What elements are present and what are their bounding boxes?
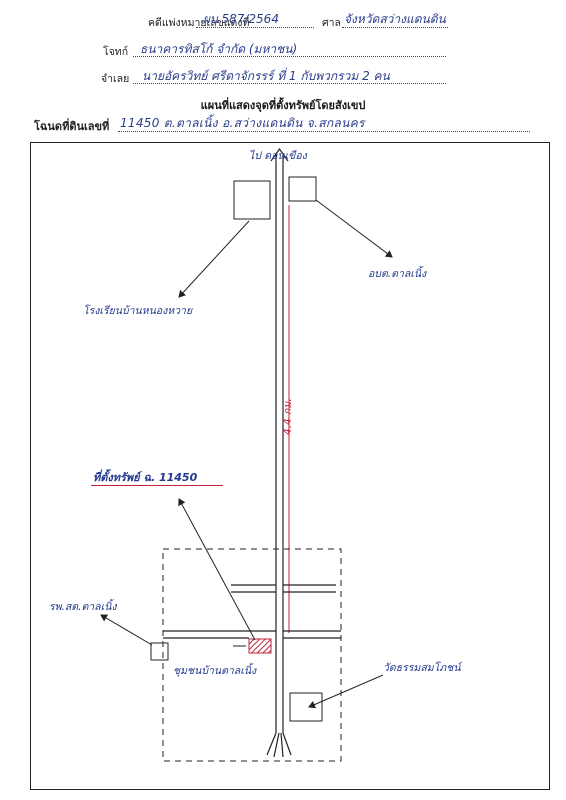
road-top-label: ไป ดอนเขือง (249, 150, 307, 162)
deed-value: 11450 ต.ตาลเนิ้ง อ.สว่างแดนดิน จ.สกลนคร (120, 116, 365, 130)
court-label: ศาล (322, 17, 341, 29)
map-frame: ไป ดอนเขือง โรงเรียนบ้านหนองหวาย อบต.ตาล… (30, 142, 550, 790)
distance-label: 4.4 กม. (282, 398, 294, 435)
school-label: โรงเรียนบ้านหนองหวาย (83, 305, 193, 317)
community-boundary (162, 548, 342, 762)
case-number-value: ผบ 587/2564 (203, 12, 279, 26)
sao-label: อบต.ตาลเนิ้ง (368, 268, 427, 280)
sao-box (288, 176, 317, 202)
temple-label: วัดธรรมสมโภชน์ (383, 662, 461, 674)
court-value: จังหวัดสว่างแดนดิน (344, 12, 446, 26)
page-title: แผนที่แสดงจุดที่ตั้งทรัพย์โดยสังเขป (200, 99, 366, 112)
deed-line (118, 131, 530, 132)
defendant-label: จำเลย (101, 73, 130, 85)
defendant-line (133, 83, 446, 84)
map-drawing (100, 147, 393, 762)
temple-box (289, 692, 323, 722)
road-top-arrow (270, 147, 289, 162)
defendant-value: นายอัครวิทย์ ศรีดาจักรรร์ ที่ 1 กับพวกรว… (142, 69, 390, 83)
health-center-label: รพ.สต.ตาลเนิ้ง (49, 601, 117, 613)
case-number-label: คดีแพ่งหมายเลขแดงที่ (148, 17, 250, 29)
property-label: ที่ตั้งทรัพย์ ฉ. 11450 (93, 471, 198, 484)
plaintiff-label: โจทก์ (103, 46, 129, 58)
property-plot (248, 638, 272, 654)
plaintiff-value: ธนาคารทิสโก้ จำกัด (มหาชน) (140, 42, 298, 56)
plaintiff-line (133, 56, 446, 57)
community-label: ชุมชนบ้านตาลเนิ้ง (173, 665, 257, 677)
road-fan (266, 732, 292, 758)
property-label-underline (91, 485, 223, 486)
case-number-line (196, 27, 314, 28)
deed-label: โฉนดที่ดินเลขที่ (34, 120, 110, 133)
health-center-box (150, 642, 169, 661)
court-line (342, 27, 448, 28)
school-box (233, 180, 271, 220)
